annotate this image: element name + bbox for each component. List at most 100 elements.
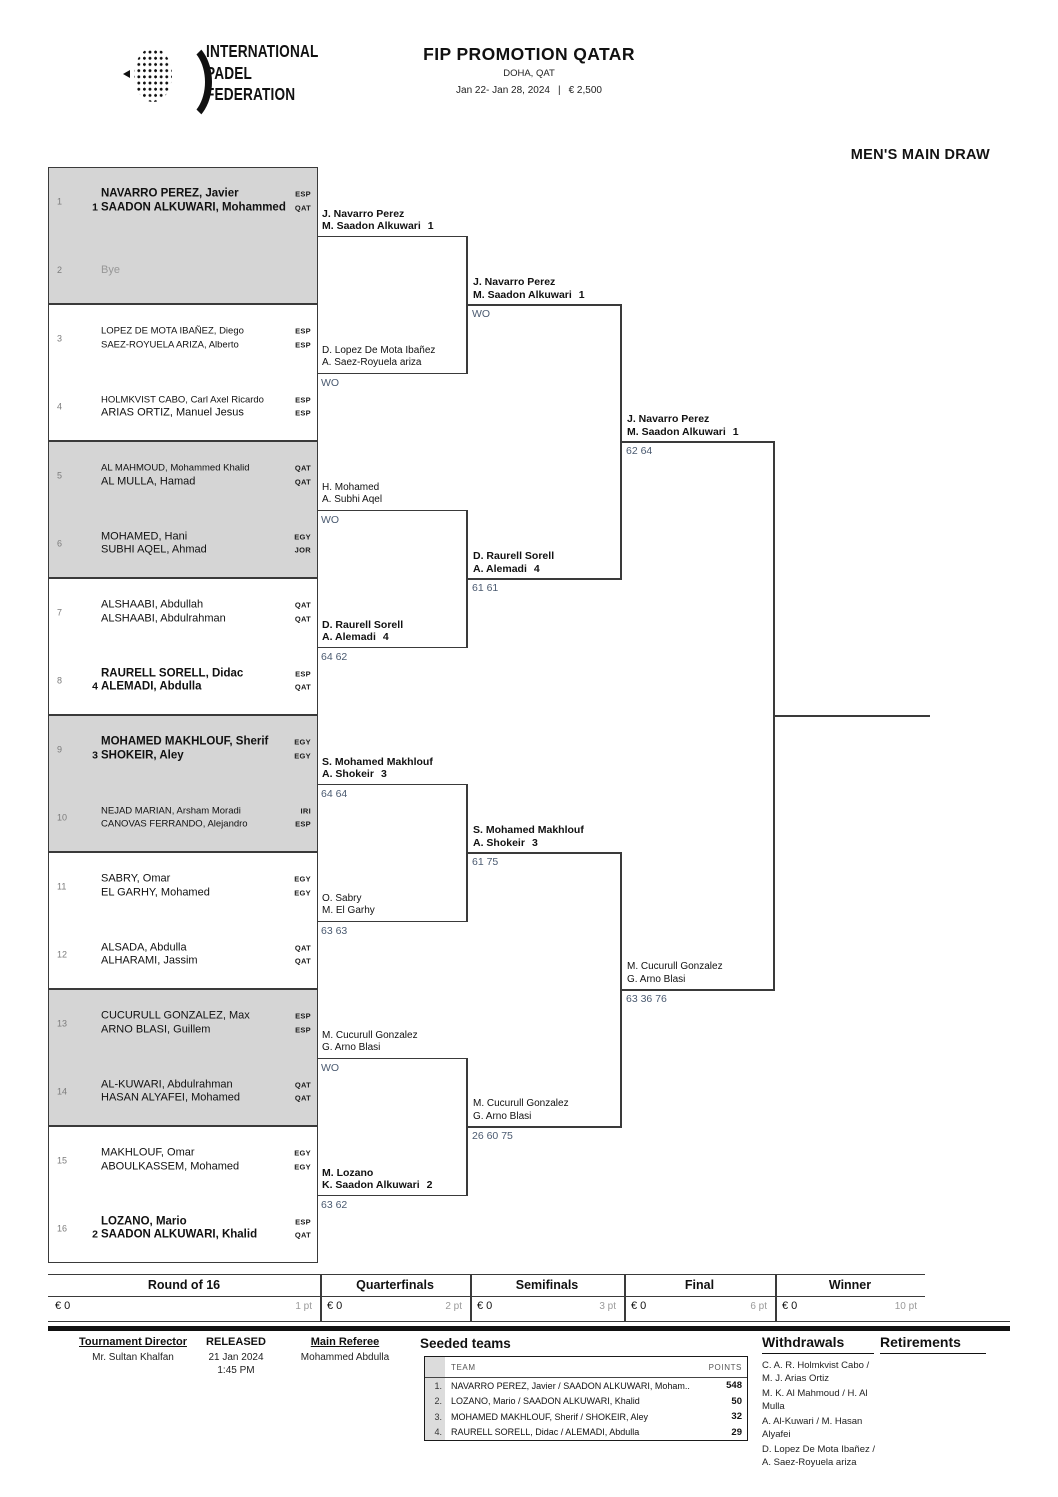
country-code: EGY [294,737,311,747]
r16-slot-number: 7 [57,607,63,618]
r16-group-box [48,304,318,441]
country-code: ESP [295,1011,311,1021]
bracket-line [318,372,468,375]
seeded-rank: 3. [434,1411,442,1422]
advancing-team-line2: G. Arno Blasi [473,1110,532,1122]
r16-group-box [48,441,318,578]
rounds-bar-line [48,1321,1010,1323]
round-points: 10 pt [894,1301,917,1312]
r16-slot-number: 3 [57,333,63,344]
player-name: ARNO BLASI, Guillem [101,1023,211,1036]
r16-group-box [48,989,318,1126]
seeded-points: 548 [726,1380,742,1392]
ipf-logo-triangle-icon [123,70,130,78]
footer-divider [48,1326,1010,1331]
country-code: QAT [294,956,311,966]
advancing-team-line1: J. Navarro Perez [473,276,556,288]
player-name: ALHARAMI, Jassim [101,954,198,967]
r16-group-box [48,715,318,852]
player-name: CANOVAS FERRANDO, Alejandro [101,818,248,830]
r16-slot-number: 8 [57,675,63,686]
country-code: ESP [295,819,311,829]
country-code: ESP [295,1025,311,1035]
player-name: MOHAMED MAKHLOUF, Sherif [101,735,269,748]
rounds-bar-divider [775,1274,777,1321]
bracket-line [318,783,468,786]
bracket-line [466,235,468,373]
r16-slot-number: 14 [57,1086,68,1097]
country-code: ESP [295,1217,311,1227]
country-code: QAT [294,203,311,213]
rounds-bar-divider [320,1274,322,1321]
tournament-dates: Jan 22- Jan 28, 2024 [456,85,550,96]
seed-number: 2 [426,1179,433,1191]
seeded-team-row: 1.NAVARRO PEREZ, Javier / SAADON ALKUWAR… [425,1378,747,1394]
player-name: LOPEZ DE MOTA IBAÑEZ, Diego [101,325,244,337]
seed-number: 3 [531,836,538,849]
seeded-rank: 1. [434,1380,442,1391]
country-code: ESP [295,669,311,679]
country-code: EGY [294,751,311,761]
match-score: 64 62 [321,650,348,663]
seed-number: 3 [92,749,98,762]
seeded-teams-title: Seeded teams [420,1336,511,1351]
team-names: Bye [101,264,318,276]
rounds-bar-line [48,1274,925,1276]
seed-number: 4 [533,562,540,575]
player-name: EL GARHY, Mohamed [101,886,210,899]
r16-slot-number: 4 [57,401,63,412]
main-referee-label: Main Referee [310,1336,380,1348]
round-points: 1 pt [295,1301,312,1312]
withdrawals-title: Withdrawals [762,1334,874,1354]
withdrawals-list: C. A. R. Holmkvist Cabo / M. J. Arias Or… [762,1360,880,1472]
country-code: QAT [294,463,311,473]
bracket-line [466,1057,468,1195]
seeded-team: LOZANO, Mario / SAADON ALKUWARI, Khalid [451,1396,640,1407]
country-code: EGY [294,1148,311,1158]
advancing-team-line1: M. Lozano [322,1166,374,1179]
round-name: Quarterfinals [356,1278,434,1292]
round-name: Final [684,1278,715,1292]
seed-number: 4 [382,631,389,643]
withdrawn-team: C. A. R. Holmkvist Cabo / M. J. Arias Or… [762,1360,870,1384]
seeded-table-header: TEAM POINTS [425,1357,747,1378]
advancing-team-line1: M. Cucurull Gonzalez [322,1029,418,1041]
bracket-line [620,304,622,578]
seed-number: 1 [427,220,434,232]
bracket-line [468,304,622,306]
advancing-team-line2: A. Subhi Aqel [322,494,383,505]
round-prize: € 0 [327,1300,343,1312]
released-block: RELEASED 21 Jan 2024 1:45 PM [192,1336,280,1376]
player-name: SABRY, Omar [101,872,171,885]
released-label: RELEASED [206,1336,266,1348]
player-name: HOLMKVIST CABO, Carl Axel Ricardo [101,394,264,406]
match-score: 63 62 [321,1198,348,1211]
country-code: ESP [295,189,311,199]
player-name: MOHAMED, Hani [101,530,188,543]
